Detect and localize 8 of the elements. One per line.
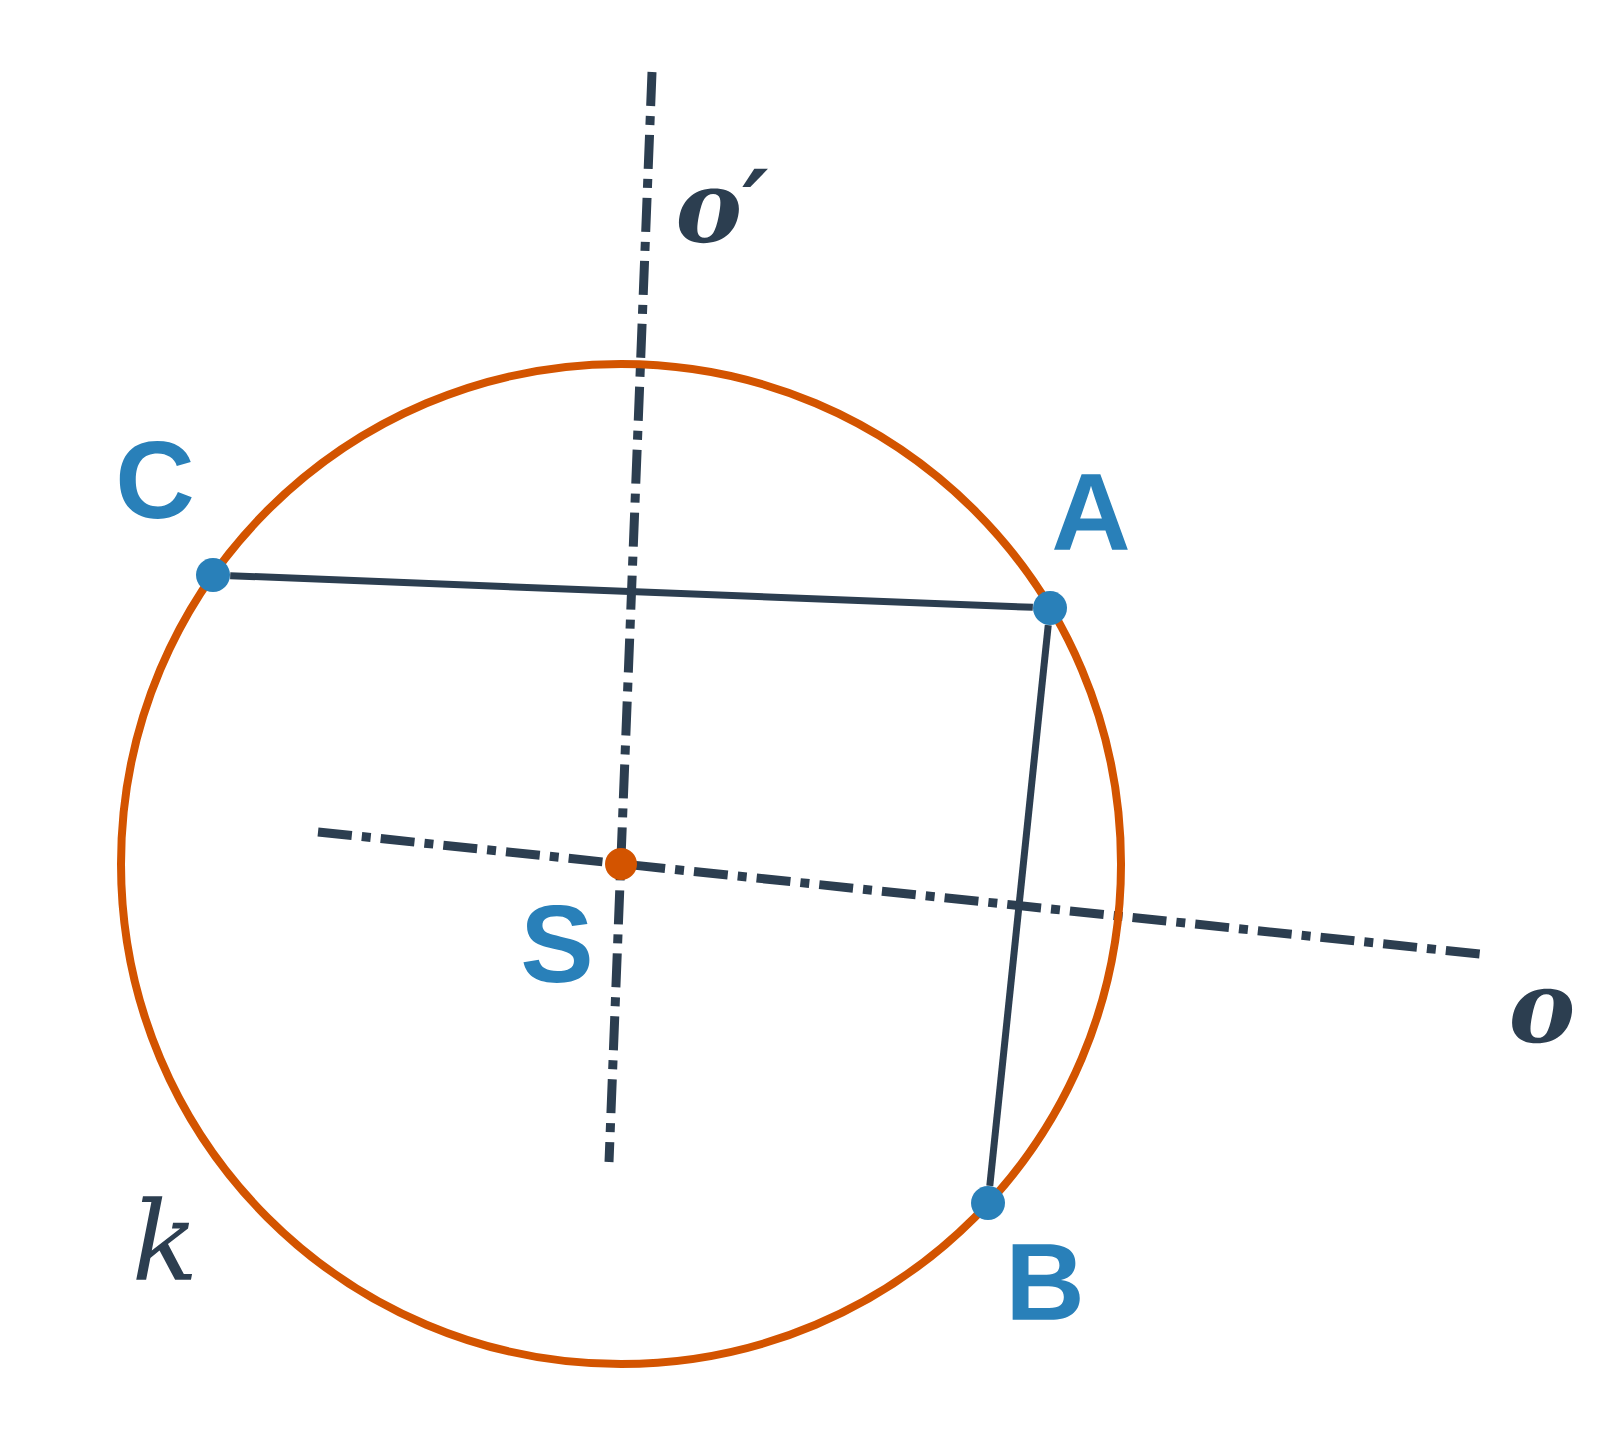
point-label: B	[1012, 1244, 1080, 1320]
circle-label: k	[136, 1196, 193, 1280]
line-label: o	[1512, 988, 1573, 1044]
line-segment	[986, 624, 1052, 1187]
point-label: C	[119, 441, 192, 519]
line-label: o′	[678, 168, 768, 244]
point-label: A	[1054, 474, 1128, 550]
point-label: S	[523, 905, 590, 983]
